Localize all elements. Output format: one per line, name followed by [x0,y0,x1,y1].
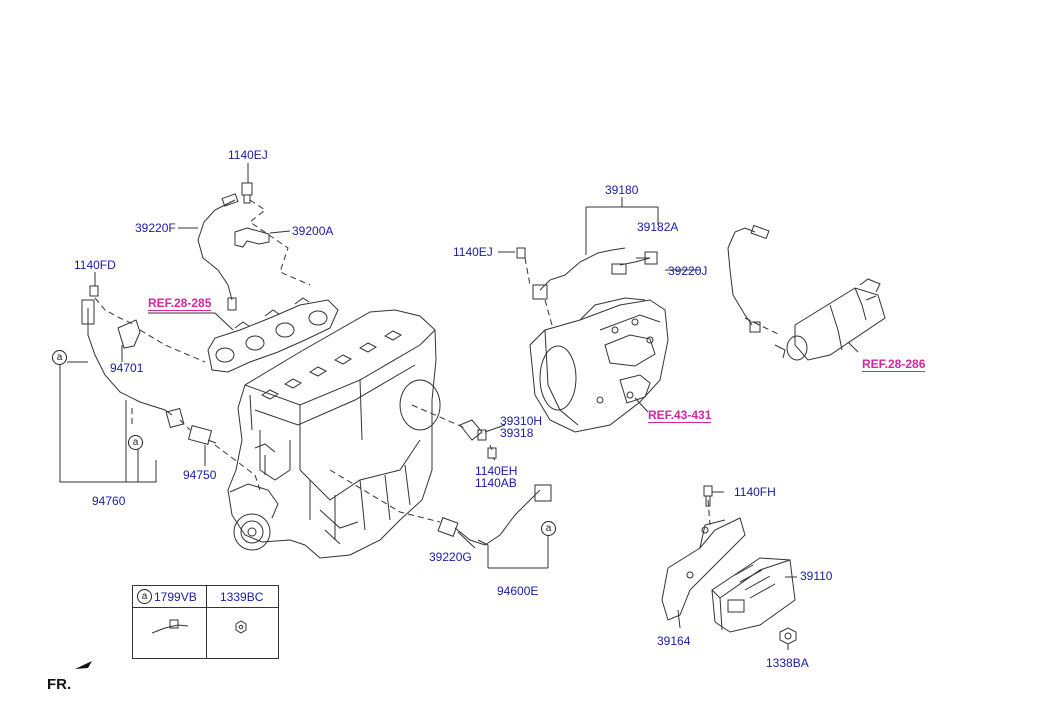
front-arrow-icon [75,661,92,669]
legend-callout-a: a [137,589,152,604]
legend-part-1339BC: 1339BC [220,590,264,604]
label-1140EJ-mid: 1140EJ [453,245,493,259]
label-94600E: 94600E [497,584,539,598]
bracket-39200A [234,227,270,248]
callout-a-right: a [541,521,556,536]
legend-header-row [133,586,278,608]
bolt-1140EJ-mid [516,247,526,259]
bolt-1140FD [89,285,99,297]
bolt-1140EJ-top [241,182,253,204]
label-39220G: 39220G [429,550,472,564]
label-39200A: 39200A [292,224,334,238]
callout-a-left: a [52,350,67,365]
sensor-wire-39220F [197,193,239,311]
label-94760: 94760 [92,494,126,508]
sensor-wire-39220J [727,224,770,333]
clip-1799VB-icon [151,619,189,634]
legend-part-1799VB: 1799VB [154,590,197,604]
catalyst-drawing [774,278,886,361]
leader-lines [59,163,859,650]
label-1140FD: 1140FD [74,258,116,272]
ref-28-285[interactable]: REF.28-285 [148,296,212,311]
label-39182A: 39182A [637,220,679,234]
label-94750: 94750 [183,468,217,482]
label-1140EJ-top: 1140EJ [228,148,268,162]
label-1140AB: 1140AB [475,476,517,490]
sensor-94750 [187,425,217,445]
sensor-wire-39180 [532,247,658,300]
ref-28-286[interactable]: REF.28-286 [862,357,926,372]
legend-divider [206,586,207,658]
bracket-94701 [117,319,141,349]
nut-1338BA [779,627,797,645]
front-label: FR. [47,676,72,693]
label-1140EH: 1140EH [475,464,518,478]
ecu-drawing [711,557,796,633]
sensor-94760 [81,299,185,429]
nut-1339BC-icon [235,620,247,634]
label-39318: 39318 [500,426,534,440]
label-39180: 39180 [605,183,639,197]
dashed-leaders [94,199,781,526]
transmission-drawing [529,297,669,433]
label-1140FH: 1140FH [734,485,776,499]
sensor-wire-94600E [437,484,552,546]
bolt-1140EH [487,447,497,459]
label-39110: 39110 [800,569,833,583]
ref-43-431[interactable]: REF.43-431 [648,408,712,423]
legend-table: a 1799VB 1339BC [132,585,279,659]
ecu-bracket-drawing [661,517,746,621]
label-39164: 39164 [657,634,691,648]
label-39220F: 39220F [135,221,176,235]
label-39220J: 39220J [668,264,708,278]
label-1338BA: 1338BA [766,656,809,670]
engine-block-drawing [227,309,441,559]
label-94701: 94701 [110,361,144,375]
sensor-39310H [459,419,487,441]
label-39310H: 39310H [500,414,543,428]
exhaust-manifold-drawing [207,297,339,373]
callout-a-lower: a [128,435,143,450]
